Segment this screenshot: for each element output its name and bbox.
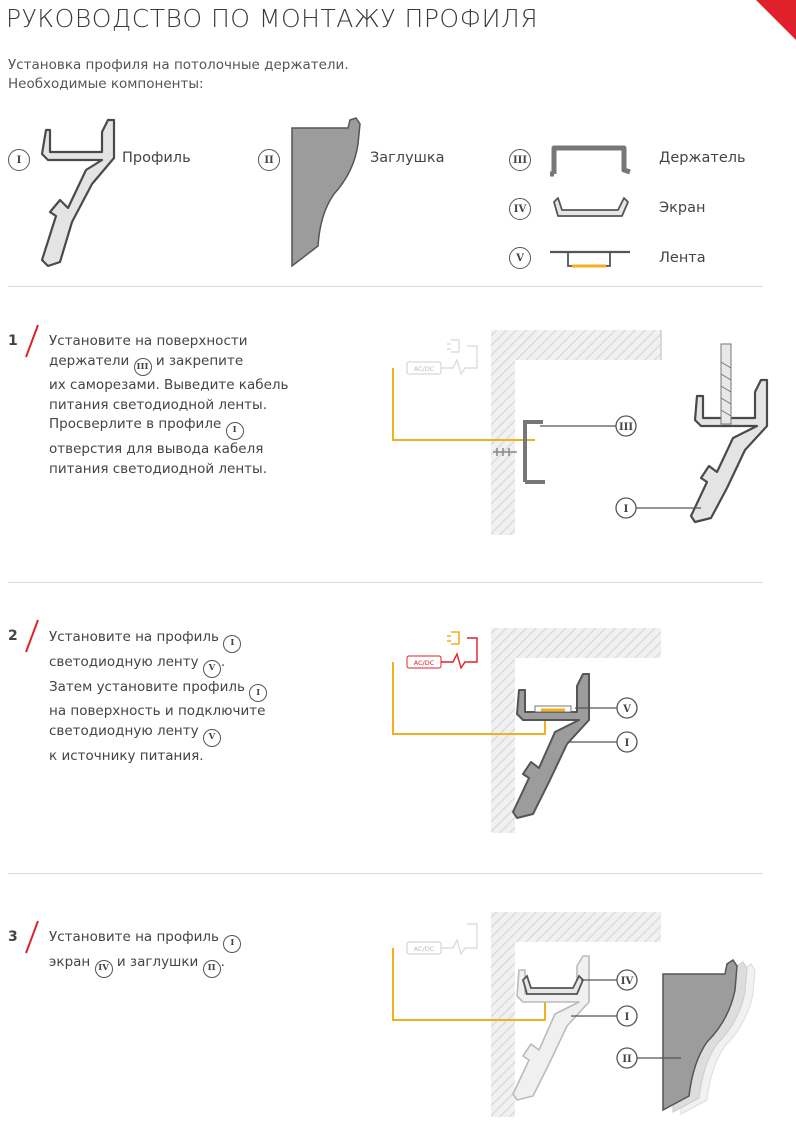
step-2-slash-icon bbox=[25, 619, 39, 653]
power-supply-icon: AC/DC bbox=[406, 923, 478, 956]
svg-text:II: II bbox=[622, 1054, 632, 1065]
step-1-line: Просверлите в профиле I bbox=[49, 415, 339, 440]
step-2-line: Установите на профиль I bbox=[49, 628, 339, 653]
component-label-led-strip: Лента bbox=[659, 250, 706, 266]
step-1-profile-ref: I bbox=[225, 422, 244, 440]
wall-ceiling-corner bbox=[491, 330, 662, 535]
callout-screen bbox=[616, 969, 638, 991]
power-supply-icon: AC/DC bbox=[406, 339, 478, 376]
profile-illustration bbox=[40, 118, 116, 268]
step-1-text: Установите на поверхности держатели III … bbox=[49, 332, 339, 479]
profile-with-screen bbox=[512, 955, 590, 1101]
wall-ceiling-corner bbox=[491, 628, 661, 833]
intro-line-2: Необходимые компоненты: bbox=[8, 76, 204, 92]
end-cap-shape bbox=[662, 958, 756, 1115]
component-numeral-ii: II bbox=[258, 149, 280, 171]
end-cap-illustration bbox=[291, 117, 361, 268]
svg-text:AC/DC: AC/DC bbox=[414, 659, 435, 667]
page-title: РУКОВОДСТВО ПО МОНТАЖУ ПРОФИЛЯ bbox=[6, 4, 539, 33]
step-3-screen-ref: IV bbox=[94, 959, 113, 978]
step-2-line: на поверхность и подключите bbox=[49, 703, 266, 720]
led-strip-illustration bbox=[550, 250, 630, 268]
step-3-diagram: AC/DC IV I II bbox=[392, 912, 756, 1117]
step-3-end-cap-ref: II bbox=[202, 959, 221, 978]
divider bbox=[8, 873, 763, 874]
cable-line bbox=[392, 948, 546, 1021]
power-supply-icon: AC/DC bbox=[406, 631, 478, 670]
holder-illustration bbox=[550, 145, 631, 177]
step-2-profile-ref: I bbox=[249, 684, 268, 703]
component-label-screen: Экран bbox=[659, 200, 706, 216]
step-1-number: 1 bbox=[8, 333, 18, 349]
step-3-slash-icon bbox=[25, 920, 39, 954]
step-3-line: Установите на профиль I bbox=[49, 928, 339, 953]
step-2-profile-ref: I bbox=[223, 634, 242, 653]
step-1-line: питания светодиодной ленты. bbox=[49, 396, 267, 413]
divider bbox=[8, 582, 763, 583]
callout-profile bbox=[615, 497, 637, 519]
screw-icon bbox=[493, 448, 517, 456]
intro-text: Установка профиля на потолочные держател… bbox=[8, 56, 349, 94]
callout-led-strip bbox=[616, 697, 638, 719]
step-2-led-strip-ref: V bbox=[202, 728, 221, 747]
step-1-slash-icon bbox=[25, 324, 39, 358]
step-3-text: Установите на профиль I экран IV и заглу… bbox=[49, 928, 339, 978]
profile-mounted bbox=[512, 673, 590, 819]
screen-illustration bbox=[553, 197, 629, 217]
svg-text:IV: IV bbox=[621, 976, 634, 987]
component-numeral-iv: IV bbox=[509, 198, 531, 220]
svg-text:III: III bbox=[619, 422, 633, 433]
component-label-holder: Держатель bbox=[659, 150, 746, 166]
corner-accent bbox=[756, 0, 796, 40]
step-1-line: питания светодиодной ленты. bbox=[49, 460, 267, 477]
intro-line-1: Установка профиля на потолочные держател… bbox=[8, 57, 349, 73]
step-2-number: 2 bbox=[8, 628, 18, 644]
component-numeral-iii: III bbox=[509, 149, 531, 171]
step-2-diagram: AC/DC V I bbox=[392, 628, 661, 833]
step-3-line: экран IV и заглушки II. bbox=[49, 953, 339, 978]
holder-shape bbox=[523, 420, 545, 484]
step-1-line: отверстия для вывода кабеля bbox=[49, 441, 264, 457]
component-label-end-cap: Заглушка bbox=[370, 150, 445, 166]
svg-text:AC/DC: AC/DC bbox=[414, 365, 435, 373]
step-2-led-strip-ref: V bbox=[202, 659, 221, 678]
svg-text:I: I bbox=[625, 738, 630, 749]
component-label-profile: Профиль bbox=[122, 150, 191, 166]
step-2-line: Затем установите профиль I bbox=[49, 678, 339, 703]
svg-text:AC/DC: AC/DC bbox=[414, 945, 435, 953]
divider bbox=[8, 286, 763, 287]
step-1-holder-ref: III bbox=[133, 358, 152, 377]
step-2-line: светодиодную ленту V bbox=[49, 722, 339, 747]
step-2-line: к источнику питания. bbox=[49, 747, 204, 764]
step-2-line: светодиодную ленту V. bbox=[49, 653, 339, 678]
callout-end-cap bbox=[616, 1047, 638, 1069]
step-2-text: Установите на профиль I светодиодную лен… bbox=[49, 628, 339, 766]
step-1-diagram: AC/DC III I bbox=[392, 330, 769, 535]
step-3-number: 3 bbox=[8, 929, 18, 945]
component-numeral-v: V bbox=[509, 247, 531, 269]
step-1-line: держатели III и закрепите bbox=[49, 352, 339, 377]
callout-profile bbox=[616, 731, 638, 753]
wall-ceiling-corner bbox=[491, 912, 661, 1117]
component-numeral-i: I bbox=[8, 149, 30, 171]
step-1-line: Установите на поверхности bbox=[49, 333, 248, 349]
callout-profile bbox=[616, 1005, 638, 1027]
step-1-line: их саморезами. Выведите кабель bbox=[49, 377, 289, 394]
callout-holder bbox=[615, 415, 637, 437]
step-3-profile-ref: I bbox=[223, 934, 242, 953]
cable-line bbox=[392, 368, 535, 441]
svg-text:V: V bbox=[622, 704, 631, 715]
svg-text:I: I bbox=[624, 504, 629, 515]
profile-with-drill bbox=[689, 343, 769, 524]
svg-text:I: I bbox=[625, 1012, 630, 1023]
